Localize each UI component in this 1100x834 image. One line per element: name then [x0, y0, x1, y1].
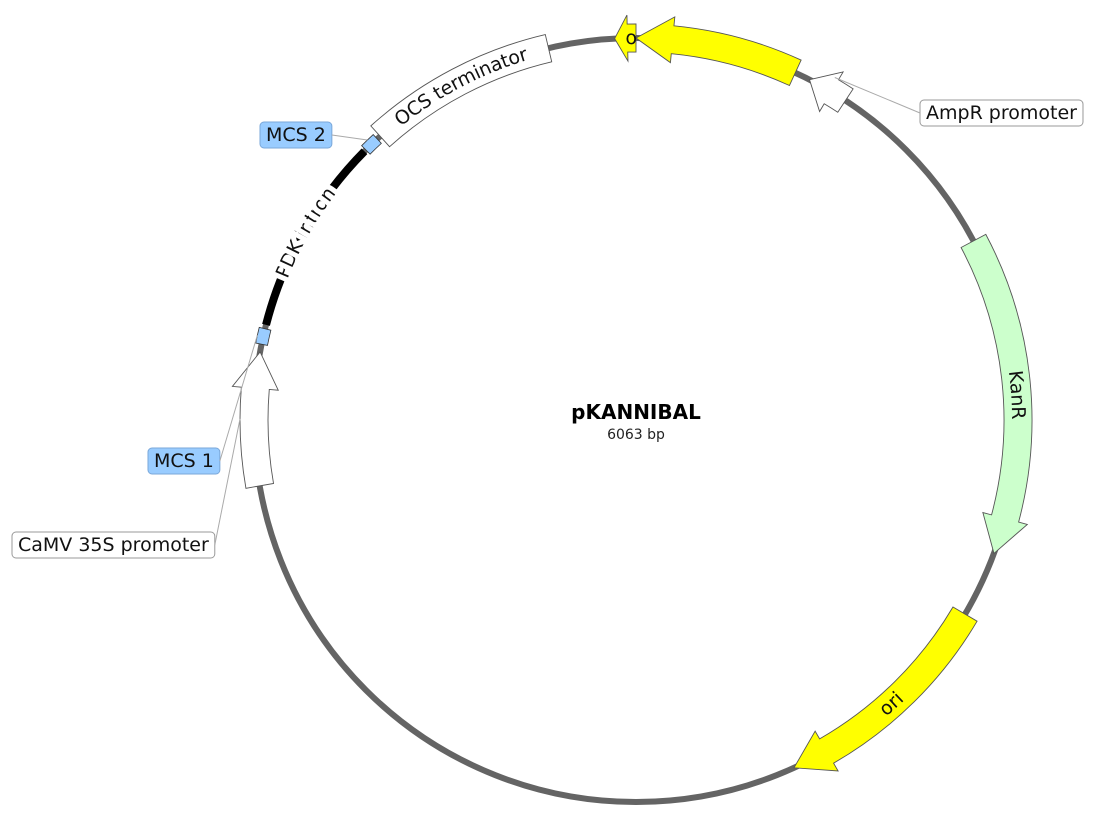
mcs-2-callout[interactable]: MCS 2 — [259, 121, 368, 149]
mcs-1-label: MCS 1 — [154, 450, 214, 472]
mcs-2-leader-line — [331, 134, 368, 141]
f1-ori-b-arrow[interactable] — [635, 16, 802, 87]
camv-35s-promoter-arrow[interactable] — [231, 351, 279, 489]
mcs-1-box[interactable] — [255, 326, 272, 346]
mcs-1-callout[interactable]: MCS 1 — [147, 335, 258, 475]
feature-kanr[interactable] — [960, 233, 1033, 555]
plasmid-size: 6063 bp — [607, 427, 665, 443]
mcs-1-leader-line — [219, 335, 258, 462]
feature-layer — [231, 14, 1033, 772]
ampr-promoter-arrow[interactable] — [808, 71, 854, 113]
feature-mcs-2[interactable] — [361, 133, 382, 155]
feature-mcs-1[interactable] — [255, 326, 272, 346]
camv-35s-promoter-callout[interactable]: CaMV 35S promoter — [11, 418, 241, 559]
camv-35s-promoter-label: CaMV 35S promoter — [18, 534, 209, 556]
kanr-label: KanR — [1004, 369, 1029, 419]
kanr-arrow[interactable] — [960, 233, 1033, 555]
mcs-2-label: MCS 2 — [266, 124, 326, 146]
ampr-promoter-callout[interactable]: AmpR promoter — [834, 77, 1084, 127]
feature-ocs-terminator[interactable] — [370, 33, 553, 148]
feature-ori[interactable] — [793, 606, 978, 772]
mcs-2-box[interactable] — [361, 133, 382, 155]
feature-pdk-intron[interactable] — [262, 148, 368, 326]
ocs-terminator-arrow[interactable] — [370, 33, 553, 148]
feature-f1-ori-b[interactable] — [635, 16, 802, 87]
feature-camv-35s-promoter[interactable] — [231, 351, 279, 489]
ocs-terminator-label: OCS terminator — [390, 43, 530, 130]
camv-35s-promoter-leader-line — [214, 418, 241, 546]
ampr-promoter-label: AmpR promoter — [926, 102, 1077, 124]
pdk-intron-arc[interactable] — [262, 148, 368, 326]
ampr-promoter-leader-line — [834, 77, 921, 114]
ori-arrow[interactable] — [793, 606, 978, 772]
feature-ampr-promoter[interactable] — [808, 71, 854, 113]
pdk-intron-label: PDK intron — [271, 183, 340, 281]
plasmid-name: pKANNIBAL — [571, 400, 701, 424]
